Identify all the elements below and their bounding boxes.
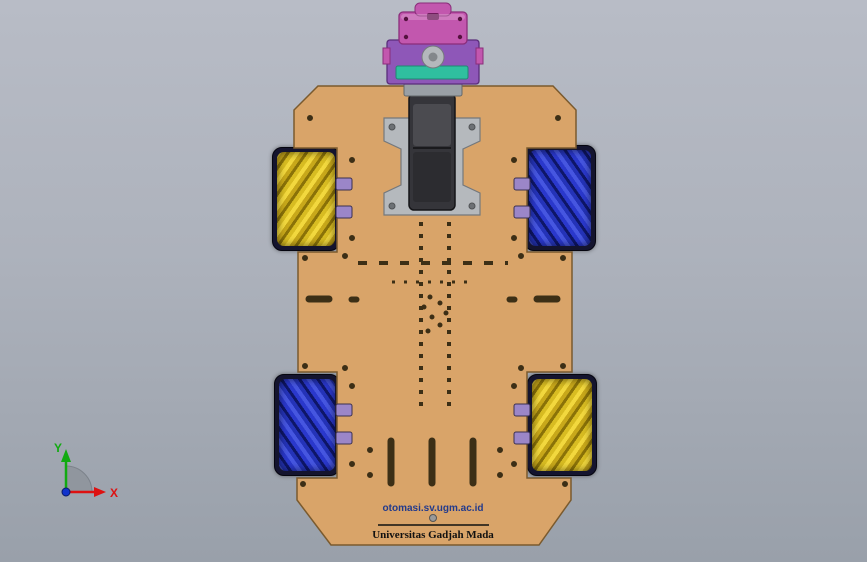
y-axis-arrowhead (61, 449, 71, 462)
watermark: otomasi.sv.ugm.ac.id Universitas Gadjah … (372, 503, 494, 541)
bracket-screws (388, 123, 476, 210)
ugm-logo (429, 514, 437, 522)
x-axis-label: X (110, 486, 118, 500)
origin-triad: Y X (54, 441, 118, 500)
chassis-holes (300, 115, 568, 487)
mecanum-wheel-rear-right[interactable] (527, 374, 597, 476)
drive-motor[interactable] (408, 85, 456, 211)
wheel-rollers (277, 152, 335, 246)
watermark-university: Universitas Gadjah Mada (372, 529, 494, 541)
origin-dot (61, 487, 71, 497)
chassis-plate[interactable] (293, 85, 577, 546)
y-axis-label: Y (54, 441, 62, 455)
mecanum-wheel-front-left[interactable] (272, 147, 340, 251)
x-axis-arrowhead (94, 487, 106, 497)
assembly-screws (403, 16, 463, 40)
sensor-assembly[interactable] (382, 2, 484, 97)
wheel-rollers (529, 150, 591, 246)
triad-quarter-arc (65, 465, 93, 493)
watermark-url: otomasi.sv.ugm.ac.id (383, 503, 484, 514)
wheel-rollers (532, 379, 592, 471)
wheel-mount-clips[interactable] (335, 177, 531, 445)
mecanum-wheel-front-right[interactable] (524, 145, 596, 251)
wheel-rollers (279, 379, 335, 471)
mecanum-wheel-rear-left[interactable] (274, 374, 340, 476)
